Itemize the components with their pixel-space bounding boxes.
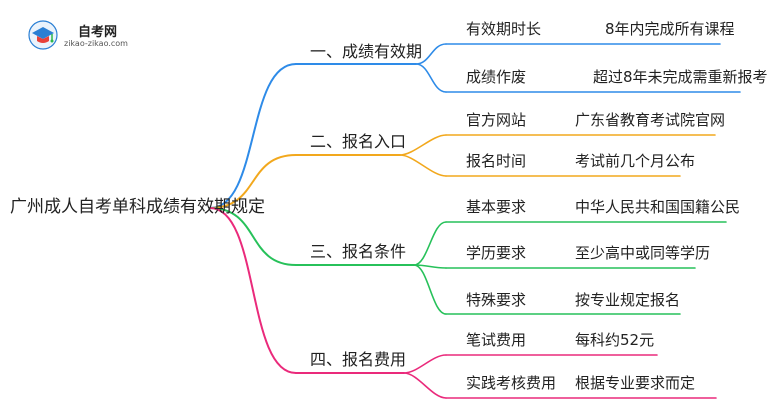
logo-subtitle: zikao-zikao.com — [64, 39, 128, 48]
leaf-key-1-2: 成绩作废 — [466, 68, 527, 86]
leaf-value-2-2: 考试前几个月公布 — [575, 152, 696, 170]
leaf-key-2-1: 官方网站 — [466, 111, 527, 129]
leaf-value-3-3: 按专业规定报名 — [575, 291, 681, 309]
leaf-key-4-2: 实践考核费用 — [466, 374, 557, 392]
branch-label-2: 二、报名入口 — [310, 132, 407, 151]
leaf-connector-1-2 — [415, 63, 447, 93]
root-connector-4 — [209, 207, 297, 374]
leaf-connector-3-1 — [413, 221, 447, 266]
leaf-connector-1-1 — [415, 43, 447, 65]
leaf-value-1-1: 8年内完成所有课程 — [605, 20, 735, 38]
mindmap-connectors — [209, 43, 741, 399]
root-connector-2 — [209, 154, 297, 209]
leaf-key-1-1: 有效期时长 — [466, 20, 542, 38]
graduation-cap-icon — [28, 20, 58, 50]
branch-label-3: 三、报名条件 — [310, 242, 407, 261]
leaf-key-4-1: 笔试费用 — [466, 331, 527, 349]
root-connector-1 — [209, 63, 297, 209]
leaf-value-3-2: 至少高中或同等学历 — [575, 244, 711, 262]
leaf-connector-3-3 — [413, 264, 447, 315]
leaf-value-4-2: 根据专业要求而定 — [575, 374, 696, 392]
logo-title: 自考网 — [78, 25, 118, 40]
leaf-value-4-1: 每科约52元 — [575, 331, 655, 349]
branch-label-1: 一、成绩有效期 — [310, 42, 423, 61]
leaf-connector-4-2 — [403, 372, 447, 399]
branch-label-4: 四、报名费用 — [310, 350, 407, 369]
leaf-key-3-1: 基本要求 — [466, 198, 527, 216]
leaf-value-3-1: 中华人民共和国国籍公民 — [575, 198, 741, 216]
leaf-key-2-2: 报名时间 — [466, 152, 527, 170]
site-logo[interactable]: 自考网 zikao-zikao.com — [28, 18, 148, 52]
leaf-key-3-3: 特殊要求 — [466, 291, 527, 309]
leaf-value-1-2: 超过8年未完成需重新报考 — [593, 68, 768, 86]
leaf-connector-2-1 — [399, 134, 447, 156]
leaf-value-2-1: 广东省教育考试院官网 — [575, 111, 726, 129]
root-topic: 广州成人自考单科成绩有效期规定 — [10, 197, 265, 217]
mindmap-canvas: 自考网 zikao-zikao.com 广州成人自考单科成绩有效期规定 一、成绩有… — [10, 18, 768, 399]
leaf-connector-4-1 — [403, 354, 447, 374]
leaf-connector-2-2 — [399, 154, 447, 177]
leaf-key-3-2: 学历要求 — [466, 244, 527, 262]
root-connector-3 — [209, 207, 297, 266]
